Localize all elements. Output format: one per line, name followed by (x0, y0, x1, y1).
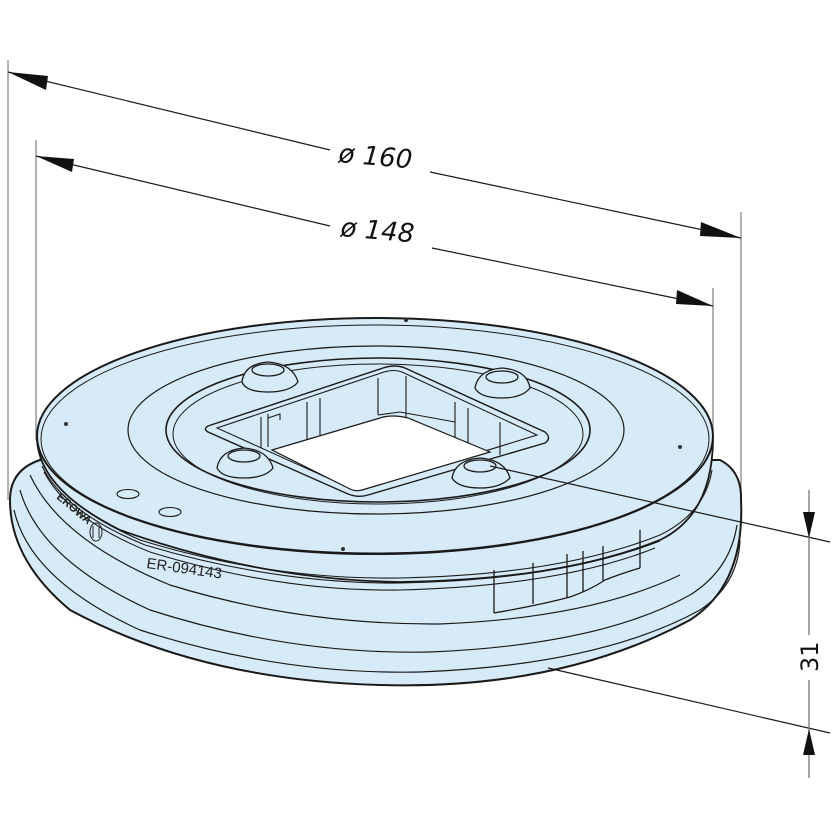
arrowhead-up-icon (803, 729, 815, 755)
arrowhead-right-icon (700, 222, 741, 238)
dimension-outer-diameter: ø 160 (7, 71, 742, 239)
arrowhead-left-icon (36, 156, 74, 172)
arrowhead-left-icon (8, 72, 48, 90)
arrowhead-down-icon (803, 512, 815, 538)
locating-studs (216, 361, 531, 489)
stud-bottom-right (451, 457, 511, 489)
side-slot (493, 530, 641, 614)
height-label: 31 (796, 641, 824, 672)
stud-top-left (241, 361, 299, 393)
stud-top-right (474, 367, 531, 399)
extension-lines (7, 60, 742, 505)
dimension-inner-diameter: ø 148 (35, 155, 714, 307)
stud-bottom-left (216, 447, 274, 479)
arrowhead-right-icon (676, 290, 713, 306)
logo-icon (89, 522, 103, 542)
inner-diameter-label: ø 148 (338, 213, 415, 249)
height-extension-lines (489, 465, 831, 734)
square-pocket (204, 365, 550, 497)
outer-diameter-label: ø 160 (336, 139, 413, 175)
dimension-height: 31 (796, 490, 824, 778)
